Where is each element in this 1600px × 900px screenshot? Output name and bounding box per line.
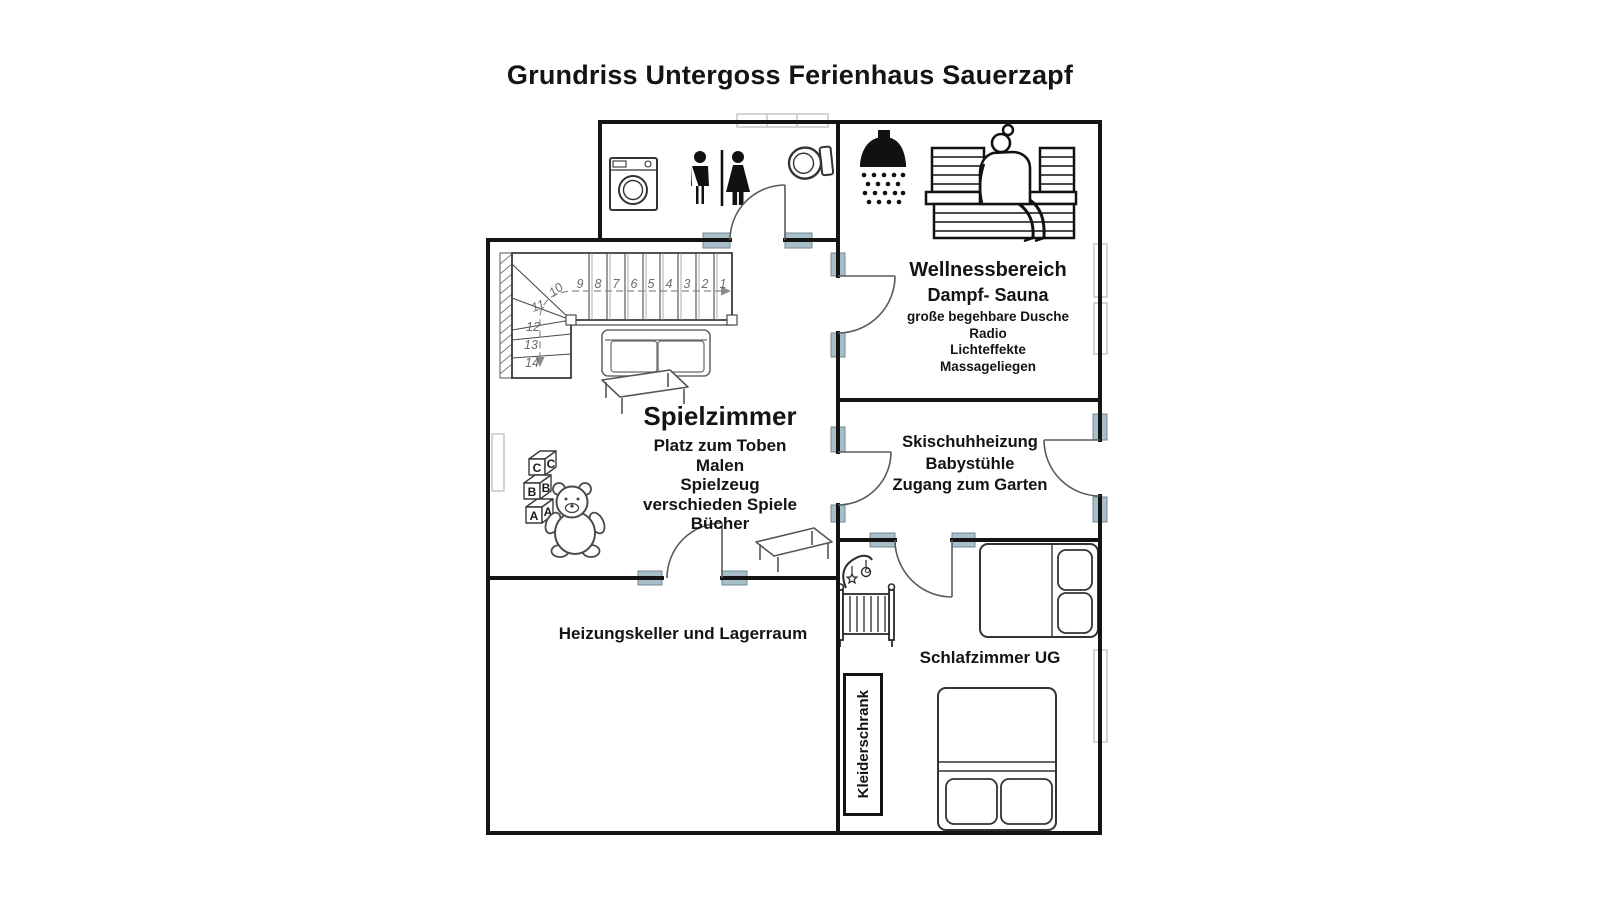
playroom-feature: Platz zum Toben bbox=[653, 436, 787, 455]
play-table-icon bbox=[755, 527, 833, 572]
crib-icon bbox=[836, 554, 896, 647]
stair-step-number: 11 bbox=[530, 297, 547, 315]
wellness-feature: Lichteffekte bbox=[950, 342, 1026, 357]
stair-step-number: 8 bbox=[595, 277, 602, 291]
double-bed-icon bbox=[979, 543, 1099, 638]
toilet-icon bbox=[787, 145, 835, 180]
stair-step-number: 14 bbox=[525, 356, 539, 370]
wellness-feature: große begehbare Dusche bbox=[906, 309, 1070, 324]
window-icon bbox=[491, 433, 505, 492]
room-label-boiler-room: Heizungskeller und Lagerraum bbox=[558, 624, 808, 643]
wardrobe-label: Kleiderschrank bbox=[854, 690, 872, 799]
stair-step-number: 3 bbox=[684, 277, 691, 291]
block-letter: A bbox=[530, 509, 539, 523]
room-subtitle-wellness: Dampf- Sauna bbox=[927, 285, 1049, 305]
block-letter: B bbox=[528, 485, 537, 499]
stair-step-number: 10 bbox=[546, 280, 566, 300]
shower-icon bbox=[860, 130, 906, 205]
stair-step-number: 9 bbox=[577, 277, 584, 291]
double-bed-icon bbox=[937, 687, 1057, 831]
block-letter: C bbox=[533, 461, 542, 475]
room-name-wellness: Wellnessbereich bbox=[909, 259, 1067, 281]
stair-step-number: 2 bbox=[701, 277, 709, 291]
stair-step-number: 1 bbox=[720, 277, 727, 291]
ski-room-line: Babystühle bbox=[925, 454, 1015, 473]
wardrobe-box: Kleiderschrank bbox=[843, 673, 883, 816]
stair-step-number: 4 bbox=[666, 277, 673, 291]
sauna-icon bbox=[924, 123, 1078, 243]
block-letter: B bbox=[542, 481, 551, 495]
stair-step-number: 13 bbox=[524, 338, 538, 352]
stair-step-number: 5 bbox=[648, 277, 655, 291]
ski-room-line: Zugang zum Garten bbox=[892, 476, 1048, 494]
door-icon bbox=[666, 184, 1101, 598]
coffee-table-icon bbox=[601, 369, 689, 414]
stairs-icon: 9 8 7 6 5 4 3 2 1 10 11 12 13 14 bbox=[499, 252, 738, 379]
ski-room-line: Skischuhheizung bbox=[902, 433, 1038, 451]
sofa-icon bbox=[601, 329, 711, 377]
room-label-playroom: Spielzimmer Platz zum Toben Malen Spielz… bbox=[570, 400, 870, 534]
stair-step-number: 12 bbox=[526, 320, 540, 334]
room-name-playroom: Spielzimmer bbox=[643, 401, 797, 431]
block-letter: C bbox=[547, 457, 556, 471]
block-letter: A bbox=[544, 505, 553, 519]
playroom-feature: Malen bbox=[695, 455, 745, 475]
playroom-feature: Bücher bbox=[690, 514, 750, 533]
wellness-feature: Radio bbox=[969, 325, 1007, 341]
playroom-feature: verschieden Spiele bbox=[642, 494, 798, 514]
wc-sign-icon bbox=[691, 150, 750, 206]
playroom-feature: Spielzeug bbox=[680, 475, 760, 494]
washing-machine-icon bbox=[609, 157, 658, 211]
wellness-feature: Massageliegen bbox=[939, 358, 1037, 374]
stair-step-number: 7 bbox=[613, 277, 621, 291]
teddy-bear-icon bbox=[544, 482, 606, 558]
stair-step-number: 6 bbox=[631, 277, 638, 291]
toy-blocks-icon: C C B B A A bbox=[523, 450, 557, 524]
page-title: Grundriss Untergoss Ferienhaus Sauerzapf bbox=[506, 60, 1074, 90]
room-label-wellness: Wellnessbereich Dampf- Sauna große begeh… bbox=[838, 258, 1138, 375]
walls bbox=[486, 120, 1102, 835]
room-label-bedroom: Schlafzimmer UG bbox=[919, 648, 1061, 667]
room-label-ski-room: Skischuhheizung Babystühle Zugang zum Ga… bbox=[820, 432, 1120, 497]
